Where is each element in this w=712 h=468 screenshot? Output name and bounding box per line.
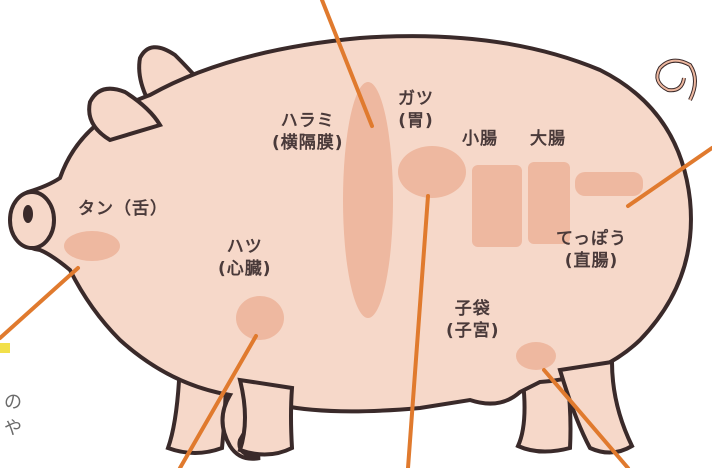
rectum-organ (575, 172, 643, 196)
uterus-organ (516, 342, 556, 370)
label-stomach: ガツ (胃) (398, 88, 434, 132)
tail (655, 58, 697, 101)
label-stomach-sub: (胃) (398, 111, 434, 131)
label-uterus-sub: (子宮) (446, 321, 500, 341)
small-intestine-organ (472, 165, 522, 247)
diaphragm-organ (343, 82, 393, 318)
label-diaphragm-name: ハラミ (280, 111, 335, 131)
highlight-mark (0, 343, 10, 353)
label-diaphragm: ハラミ (横隔膜) (272, 110, 344, 154)
nostril (23, 205, 33, 223)
label-rectum-name: てっぽう (556, 229, 627, 249)
large-intestine-organ (528, 162, 570, 244)
label-heart-sub: (心臓) (218, 259, 272, 279)
label-uterus: 子袋 (子宮) (446, 298, 500, 342)
side-text-char-1: の (4, 392, 22, 413)
label-rectum: てっぽう (直腸) (556, 228, 627, 272)
snout (8, 190, 56, 250)
label-uterus-name: 子袋 (454, 299, 491, 319)
label-small-intestine: 小腸 (462, 129, 498, 149)
side-text-char-2: や (4, 418, 22, 439)
side-text: の や (2, 390, 24, 442)
label-tongue: タン（舌） (78, 199, 168, 219)
front-leg (237, 377, 295, 457)
label-heart: ハツ (心臓) (218, 236, 272, 280)
leader-stomach (406, 194, 430, 468)
leader-uterus (542, 368, 630, 468)
label-heart-name: ハツ (226, 237, 263, 257)
label-stomach-name: ガツ (398, 89, 434, 109)
leader-rectum (626, 146, 712, 208)
tongue-organ (64, 231, 120, 261)
label-diaphragm-sub: (横隔膜) (272, 133, 344, 153)
leader-heart (178, 334, 258, 468)
tail-pink (656, 59, 696, 101)
leader-tongue (0, 266, 80, 340)
heart-organ (236, 296, 284, 340)
stomach-organ (398, 146, 466, 198)
ear-front (87, 86, 164, 143)
label-rectum-sub: (直腸) (564, 251, 619, 271)
leader-diaphragm (320, 0, 374, 128)
label-large-intestine: 大腸 (530, 129, 566, 149)
